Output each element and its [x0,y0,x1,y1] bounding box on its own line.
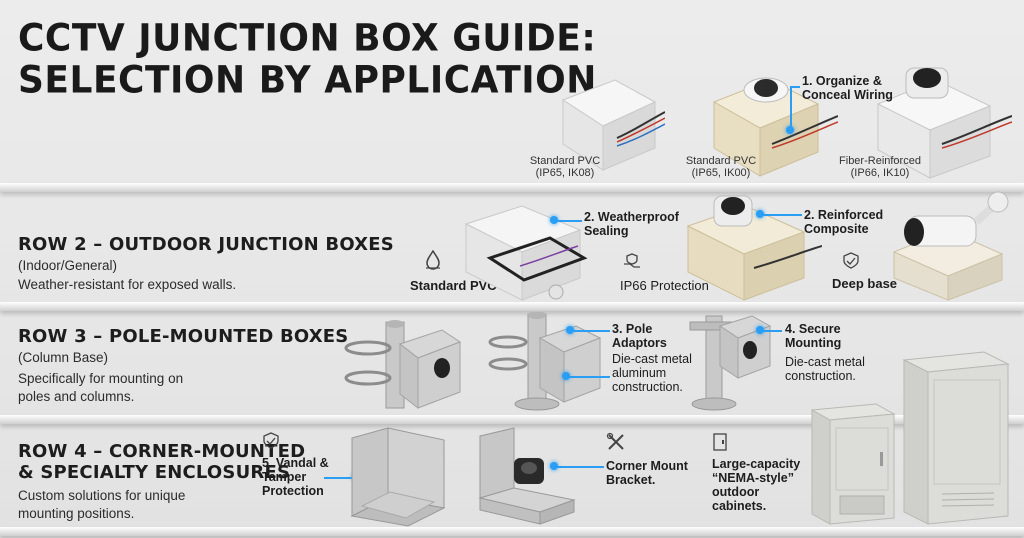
row3-pole-box-1 [344,318,464,413]
row1-item-1-name: Standard PVC [529,155,601,167]
shield-check-icon-row4 [262,432,280,450]
row1-caption-2: Standard PVC (IP65, IK00) [676,155,766,179]
row2-heading: ROW 2 – OUTDOOR JUNCTION BOXES [18,234,394,255]
row3-sub-3: poles and columns. [18,389,135,404]
title-line-1: CCTV JUNCTION BOX GUIDE: [18,16,597,60]
row2-box-reinforced-composite [682,192,822,304]
shelf-2 [0,302,1024,311]
callout-corner-line1: Corner Mount [606,459,688,473]
callout-reinforced-line1: 2. Reinforced [804,208,884,222]
callout-organize-dot [786,126,794,134]
callout-organize-wiring: 1. Organize & Conceal Wiring [802,74,893,102]
row2-box-weatherproof [460,200,595,305]
callout-reinforced: 2. Reinforced Composite [804,208,883,236]
shelf-1 [0,183,1024,192]
callout-corner-dot [550,462,558,470]
callout-nema-line1: Large-capacity [712,457,801,471]
tools-icon [606,432,626,452]
water-drop-icon [424,250,442,270]
row3-pole-box-3 [682,312,772,412]
callout-reinforced-line2: Composite [804,222,869,236]
callout-weatherproof-connector [556,220,582,222]
callout-pole-adaptors: 3. Pole Adaptors [612,322,667,350]
cabinet-icon [712,432,730,452]
row2-sub-2: Weather-resistant for exposed walls. [18,277,237,292]
callout-secure-mounting: 4. Secure Mounting [785,322,841,350]
note-aluminum-connector [568,376,610,378]
callout-organize-line [790,86,792,128]
callout-corner-connector [556,466,604,468]
callout-weatherproof-line1: 2. Weatherproof [584,210,679,224]
callout-reinforced-dot [756,210,764,218]
title-line-2: SELECTION BY APPLICATION [18,58,597,102]
note-aluminum-dot [562,372,570,380]
row2-sub-1: (Indoor/General) [18,258,118,273]
row2-label-standard-pvc: Standard PVC [410,278,497,293]
callout-nema-line2: “NEMA-style” [712,471,794,485]
row4-corner-box-open [348,424,448,528]
page-title: CCTV JUNCTION BOX GUIDE: SELECTION BY AP… [18,16,597,102]
callout-vandal-connector [324,477,356,479]
row3-sub-1: (Column Base) [18,350,109,365]
note-diecast-line2: construction. [785,369,856,383]
callout-vandal-tamper: 5. Vandal & Tamper Protection [262,456,329,498]
callout-nema-cabinets: Large-capacity “NEMA-style” outdoor cabi… [712,457,800,513]
row2-label-deep-base: Deep base [832,276,898,291]
row1-box-standard-pvc-ik08 [555,70,665,182]
callout-pole-line2: Adaptors [612,336,667,350]
callout-weatherproof-dot [550,216,558,224]
callout-pole-line1: 3. Pole [612,322,653,336]
callout-vandal-line1: 5. Vandal & [262,456,329,470]
shelf-4 [0,527,1024,536]
callout-pole-connector [572,330,610,332]
row1-caption-3: Fiber-Reinforced (IP66, IK10) [830,155,930,179]
row1-item-3-spec: (IP66, IK10) [850,167,910,179]
callout-organize-connector [790,86,800,88]
callout-nema-line3: outdoor [712,485,760,499]
row3-pole-box-2 [488,312,603,412]
callout-corner-bracket: Corner Mount Bracket. [606,459,688,487]
note-aluminum-line3: construction. [612,380,683,394]
callout-organize-line2: Conceal Wiring [802,88,893,102]
row4-heading-1: ROW 4 – CORNER-MOUNTED [18,441,306,462]
nema-cabinet-small [808,400,898,528]
row4-corner-box-camera [474,426,579,526]
callout-corner-line2: Bracket. [606,473,656,487]
callout-pole-dot [566,326,574,334]
row3-heading: ROW 3 – POLE-MOUNTED BOXES [18,326,349,347]
callout-secure-line1: 4. Secure [785,322,841,336]
row2-label-ip66: IP66 Protection [620,278,709,293]
hand-shield-icon [622,252,642,270]
row1-item-3-name: Fiber-Reinforced [839,155,921,167]
row1-box-standard-pvc-ik00 [708,68,838,186]
row2-box-deep-base-camera [890,182,1020,302]
callout-nema-line4: cabinets. [712,499,767,513]
row1-box-fiber-reinforced [872,64,1012,184]
note-diecast-line1: Die-cast metal [785,355,865,369]
row1-caption-1: Standard PVC (IP65, IK08) [520,155,610,179]
row4-sub-2: mounting positions. [18,506,135,521]
callout-organize-line1: 1. Organize & [802,74,882,88]
shelf-3 [0,415,1024,424]
callout-vandal-line2: Tamper [262,470,307,484]
row3-sub-2: Specifically for mounting on [18,371,184,386]
note-aluminum-line1: Die-cast metal [612,352,692,366]
callout-secure-dot [756,326,764,334]
note-die-cast-aluminum: Die-cast metal aluminum construction. [612,352,692,394]
row1-item-1-spec: (IP65, IK08) [535,167,595,179]
row1-item-2-spec: (IP65, IK00) [691,167,751,179]
callout-vandal-line3: Protection [262,484,324,498]
callout-secure-connector [762,330,782,332]
row4-sub-1: Custom solutions for unique [18,488,186,503]
nema-cabinet-large [900,348,1010,528]
shield-check-icon [842,252,860,270]
callout-reinforced-connector [762,214,802,216]
row1-item-2-name: Standard PVC [685,155,757,167]
note-aluminum-line2: aluminum [612,366,667,380]
row4-heading-2: & SPECIALTY ENCLOSURES [18,462,291,483]
callout-secure-line2: Mounting [785,336,842,350]
callout-weatherproof-line2: Sealing [584,224,629,238]
callout-weatherproof: 2. Weatherproof Sealing [584,210,679,238]
note-die-cast: Die-cast metal construction. [785,355,865,383]
